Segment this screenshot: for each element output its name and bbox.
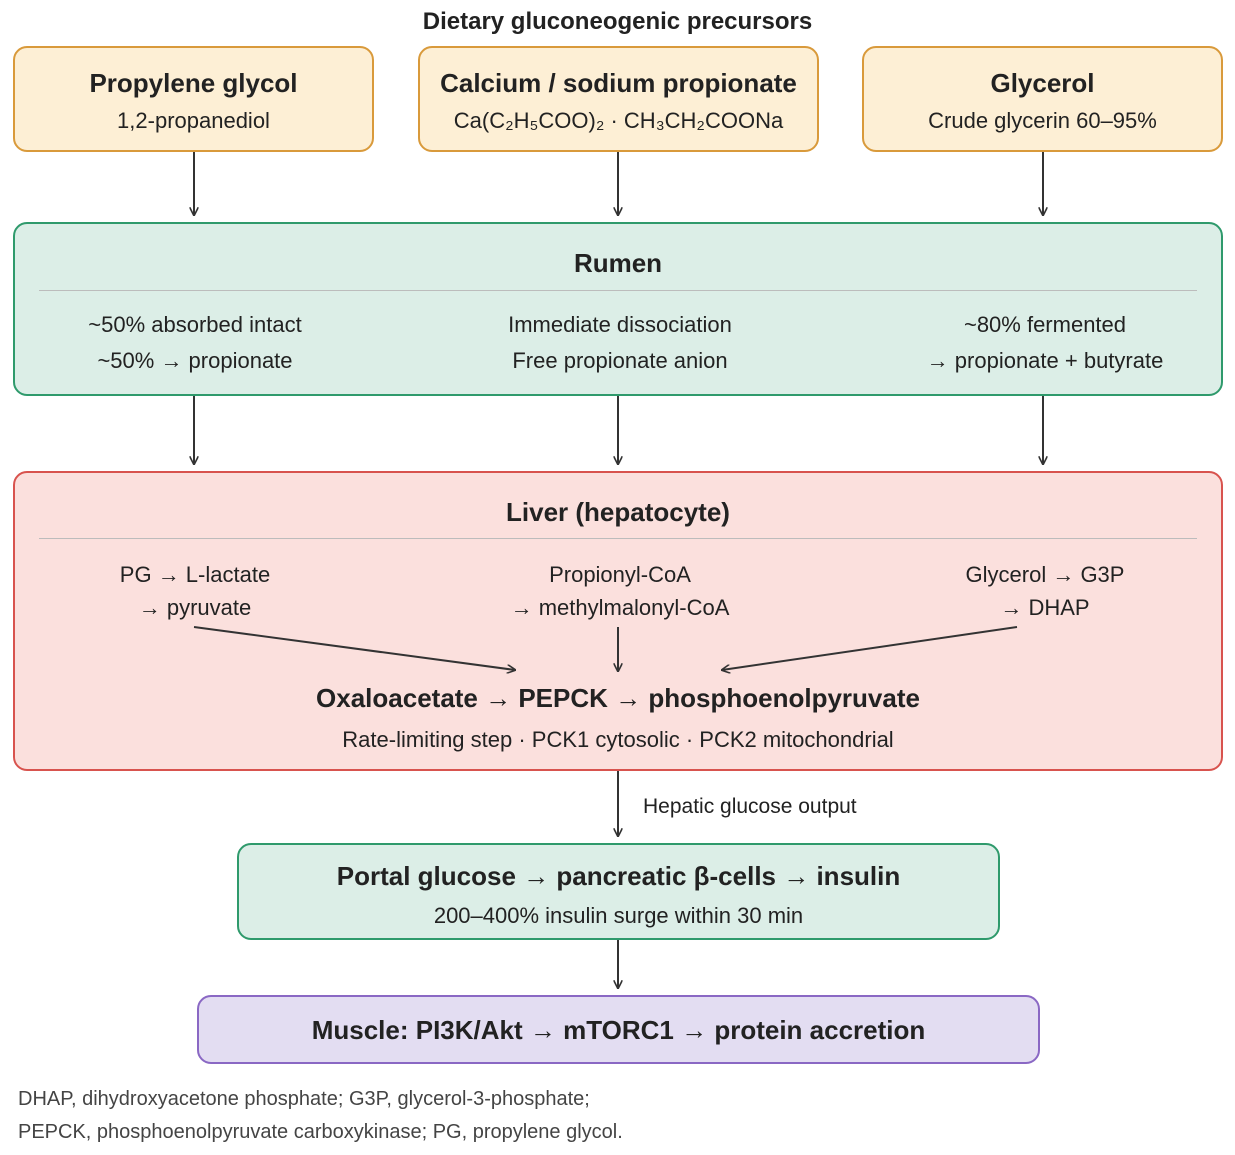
rumen-col-propionate-line2: Free propionate anion [512, 348, 728, 373]
muscle-title: Muscle: PI3K/Akt → mTORC1 → protein accr… [311, 1015, 926, 1045]
rumen-col-propionate-line1: Immediate dissociation [508, 312, 732, 337]
rumen-col-pg-line1: ~50% absorbed intact [88, 312, 302, 337]
precursor-detail: Crude glycerin 60–95% [928, 108, 1157, 133]
precursor-name: Glycerol [990, 68, 1095, 98]
rumen-col-glycerol-line1: ~80% fermented [963, 312, 1127, 337]
precursor-detail: 1,2-propanediol [117, 108, 270, 133]
portal-box: Portal glucose → pancreatic β-cells → in… [237, 843, 1000, 940]
precursor-box-propylene-glycol: Propylene glycol 1,2-propanediol [13, 46, 374, 152]
liver-pathway-note: Rate-limiting step · PCK1 cytosolic · PC… [342, 727, 894, 752]
liver-divider [39, 538, 1197, 539]
liver-title: Liver (hepatocyte) [506, 497, 730, 527]
liver-col-pg-line2: → pyruvate [138, 595, 252, 620]
precursor-name: Propylene glycol [89, 68, 298, 98]
liver-main-pathway: Oxaloacetate → PEPCK → phosphoenolpyruva… [316, 683, 920, 713]
precursor-box-propionate: Calcium / sodium propionate Ca(C₂H₅COO)₂… [418, 46, 819, 152]
portal-sub: 200–400% insulin surge within 30 min [433, 903, 804, 928]
precursor-box-glycerol: Glycerol Crude glycerin 60–95% [862, 46, 1223, 152]
portal-title: Portal glucose → pancreatic β-cells → in… [336, 861, 901, 891]
muscle-box: Muscle: PI3K/Akt → mTORC1 → protein accr… [197, 995, 1040, 1064]
precursor-detail: Ca(C₂H₅COO)₂ · CH₃CH₂COONa [453, 108, 784, 133]
footnote-line1: DHAP, dihydroxyacetone phosphate; G3P, g… [18, 1088, 590, 1110]
diagram-title: Dietary gluconeogenic precursors [422, 8, 813, 35]
rumen-box: Rumen ~50% absorbed intact ~50% → propio… [13, 222, 1223, 396]
liver-col-propionyl-line1: Propionyl-CoA [549, 562, 691, 587]
footnote-line2: PEPCK, phosphoenolpyruvate carboxykinase… [18, 1121, 623, 1143]
rumen-col-glycerol-line2: → propionate + butyrate [926, 348, 1164, 373]
hepatic-output-label: Hepatic glucose output [643, 795, 857, 818]
rumen-divider [39, 290, 1197, 291]
liver-col-glycerol-line1: Glycerol → G3P [965, 562, 1125, 587]
liver-col-propionyl-line2: → methylmalonyl-CoA [510, 595, 730, 620]
rumen-col-pg-line2: ~50% → propionate [97, 348, 293, 373]
rumen-title: Rumen [573, 248, 663, 278]
liver-col-glycerol-line2: → DHAP [1000, 595, 1090, 620]
liver-col-pg-line1: PG → L-lactate [119, 562, 271, 587]
precursor-name: Calcium / sodium propionate [440, 68, 797, 98]
liver-box: Liver (hepatocyte) PG → L-lactate → pyru… [13, 471, 1223, 771]
